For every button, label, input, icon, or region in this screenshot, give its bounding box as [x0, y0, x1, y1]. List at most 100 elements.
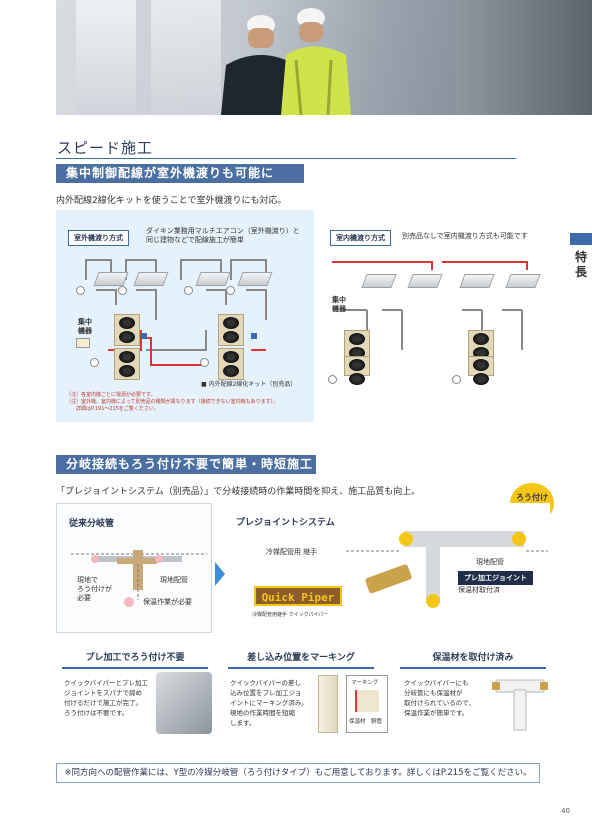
prejoint-note-insulation: 保温材取付済	[458, 586, 500, 594]
outdoor-unit-1	[114, 314, 140, 346]
red-note-1: （注）各室内機ごとに電源が必要です。	[66, 392, 156, 398]
insulated-tee-photo	[492, 679, 548, 731]
feature-text-line: 取付けられているので、	[404, 699, 476, 707]
conventional-branch-title: 従来分岐管	[69, 519, 115, 529]
outdoor-unit-8	[468, 356, 494, 385]
feature-no-brazing-text: クイックパイパーとプレ加工 ジョイントをスパナで締め 付けるだけで施工が完了。 …	[64, 678, 154, 718]
power-icon	[226, 286, 235, 295]
copper-label: 銅管	[371, 719, 383, 725]
indoor-crossover-panel: 室内機渡り方式 別売品なしで室内機渡り方式も可能です 集中 機器	[322, 210, 548, 400]
banner-branch-connection: 分岐接続もろう付け不要で簡単・時短施工	[56, 455, 316, 474]
footnote: ※同方向への配管作業には、Y型の冷媒分岐管（ろう付けタイプ）もご用意しております…	[56, 763, 540, 783]
feature-text-line: クイックパイパーの差し	[230, 679, 302, 687]
feature-text-line: 分岐管にも保温材が	[404, 689, 463, 697]
insulation-label: 保温材	[349, 719, 366, 725]
indoor-crossover-wiring-diagram	[332, 261, 528, 350]
outdoor-unit-2	[114, 348, 140, 380]
wrench-photo	[156, 672, 212, 734]
left-controller-label-2: 機器	[78, 327, 92, 335]
power-icon	[118, 286, 127, 295]
feature-text-line: します。	[230, 719, 256, 727]
feature-insulation: 保温材を取付け済み	[400, 650, 546, 669]
workers-illustration	[221, 8, 351, 115]
conventional-note-insulation: 保温作業が必要	[143, 598, 192, 606]
conventional-note-1: 現地で	[77, 576, 98, 584]
power-icon	[328, 375, 337, 384]
prejoint-system-title: プレジョイントシステム	[236, 518, 335, 528]
feature-text-line: 込み位置をプレ加工ジョ	[230, 689, 302, 697]
indoor-unit-4	[237, 272, 273, 286]
side-tab-marker	[570, 233, 592, 245]
outdoor-crossover-label: 室外機渡り方式	[68, 230, 129, 246]
feature-no-brazing-title: プレ加工でろう付け不要	[62, 650, 208, 669]
marked-joint-photo	[318, 675, 338, 733]
section-title: スピード施工	[57, 139, 154, 157]
outdoor-unit-4	[218, 348, 244, 380]
feature-text-line: 保温作業が簡単です。	[404, 709, 469, 717]
prejoint-note-pipe: 現地配管	[476, 558, 504, 566]
right-controller-label-1: 集中	[332, 296, 346, 304]
conventional-branch-diagram	[71, 550, 207, 607]
outdoor-crossover-caption-1: ダイキン業務用マルチエアコン（室外機渡り）と	[146, 227, 300, 235]
side-tab-label: 特長	[574, 250, 587, 279]
indoor-unit-3	[195, 272, 231, 286]
banner-central-control: 集中制御配線が室外機渡りも可能に	[56, 164, 304, 183]
indoor-crossover-label: 室内機渡り方式	[330, 230, 391, 246]
indoor-unit-8	[505, 274, 541, 288]
outdoor-crossover-panel: 室外機渡り方式 ダイキン業務用マルチエアコン（室外機渡り）と 同じ建物などで配線…	[56, 210, 314, 422]
feature-text-line: 現地の作業時間を短縮	[230, 709, 295, 717]
feature-text-line: ろう付けは不要です。	[64, 709, 129, 717]
feature-marking-title: 差し込み位置をマーキング	[228, 650, 374, 669]
feature-text-line: クイックパイパーにも	[404, 679, 469, 687]
outdoor-crossover-caption-2: 同じ建物などで配線施工が簡単	[146, 236, 244, 244]
prejoint-note-fitting: 冷媒配管用 継手	[266, 548, 318, 556]
outdoor-crossover-wiring-diagram	[85, 259, 267, 366]
feature-text-line: イントにマーキング済み。	[230, 699, 308, 707]
marking-detail-box: マーキング 保温材 銅管	[346, 675, 388, 733]
indoor-unit-7	[459, 274, 495, 288]
prejoint-system-card: プレジョイントシステム 冷媒配管用 継手 Quick Piper 冷媒配管用継手…	[226, 503, 550, 633]
header-photo	[56, 0, 592, 115]
power-icon	[452, 375, 461, 384]
outdoor-unit-6	[344, 356, 370, 385]
marking-label: マーキング	[351, 680, 379, 686]
left-controller-label-1: 集中	[78, 318, 92, 326]
conventional-note-2: ろう付けが	[77, 585, 112, 593]
section-title-rule	[56, 158, 516, 159]
feature-text-line: ジョイントをスパナで締め	[64, 689, 142, 697]
prejoint-diagram	[346, 531, 548, 608]
conventional-note-3: 必要	[77, 594, 91, 602]
feature-text-line: クイックパイパーとプレ加工	[64, 679, 149, 687]
indoor-unit-5	[361, 274, 397, 288]
indoor-unit-6	[407, 274, 443, 288]
red-note-2: （注）室外機、室内機によって別売品の種類が異なります（接続できない室内機もありま…	[66, 399, 279, 405]
quick-piper-logo: Quick Piper	[254, 586, 342, 606]
arrow-right-icon	[215, 562, 225, 586]
central-controller-icon	[76, 338, 90, 348]
indoor-crossover-caption: 別売品なしで室内機渡り方式も可能です	[402, 232, 528, 240]
power-icon	[200, 358, 209, 367]
indoor-unit-1	[93, 272, 129, 286]
red-note-3: 詳細はP.191～215をご覧ください。	[76, 406, 159, 412]
marking-line-icon	[355, 690, 379, 712]
power-icon	[76, 286, 85, 295]
kit-legend: ■ 内外配線2線化キット（別売品）	[201, 381, 297, 388]
prejoint-note-joint: プレ加工ジョイント	[458, 571, 533, 585]
desc-central-control: 内外配線2線化キットを使うことで室外機渡りにも対応。	[56, 196, 287, 206]
power-icon	[90, 358, 99, 367]
outdoor-unit-3	[218, 314, 244, 346]
right-controller-label-2: 機器	[332, 305, 346, 313]
conventional-branch-card: 従来分岐管 現地で ろう付けが 必要 現地配管 保温作業が必要	[56, 503, 212, 633]
feature-no-brazing: プレ加工でろう付け不要	[62, 650, 208, 669]
conventional-note-pipe: 現地配管	[160, 576, 188, 584]
power-icon	[184, 286, 193, 295]
feature-marking: 差し込み位置をマーキング	[228, 650, 374, 669]
indoor-unit-2	[133, 272, 169, 286]
feature-text-line: 付けるだけで施工が完了。	[64, 699, 142, 707]
desc-branch-connection: 「プレジョイントシステム（別売品）」で分岐接続時の作業時間を抑え、施工品質も向上…	[56, 487, 421, 497]
quick-piper-subtitle: 冷媒配管用継手 クイックパイパー	[252, 612, 329, 618]
feature-marking-text: クイックパイパーの差し 込み位置をプレ加工ジョ イントにマーキング済み。 現地の…	[230, 678, 314, 728]
feature-insulation-title: 保温材を取付け済み	[400, 650, 546, 669]
feature-insulation-text: クイックパイパーにも 分岐管にも保温材が 取付けられているので、 保温作業が簡単…	[404, 678, 492, 718]
badge-line-1: ろう付け	[516, 493, 548, 502]
